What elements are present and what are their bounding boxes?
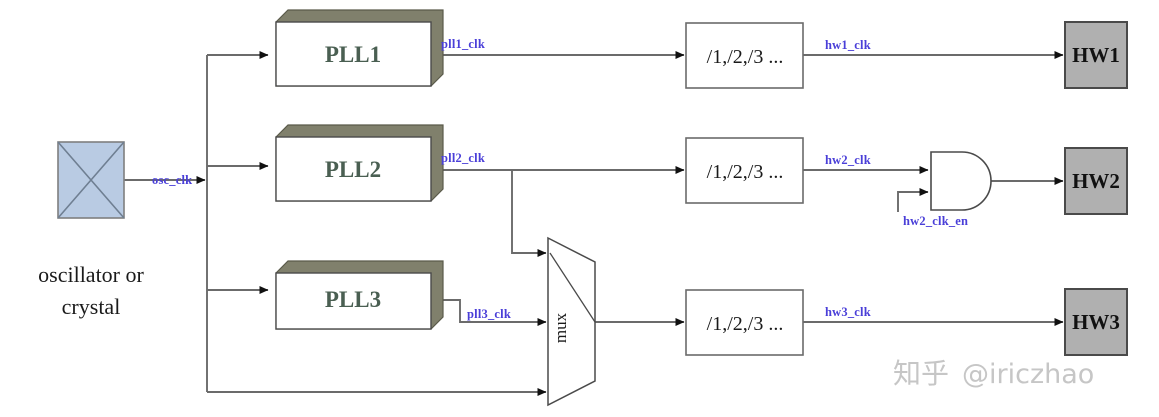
divider3-box (685, 289, 804, 356)
and-gate[interactable] (930, 151, 992, 211)
pll2-label: PLL2 (325, 157, 381, 182)
divider2-label: /1,/2,/3 ... (707, 161, 784, 183)
hw1-box (1064, 21, 1128, 89)
signal-label-pll2-clk: pll2_clk (441, 151, 485, 165)
divider1-block[interactable]: /1,/2,/3 ... (685, 22, 804, 89)
mux-block[interactable]: mux (547, 236, 596, 407)
signal-label-hw2-clk: hw2_clk (825, 153, 871, 167)
watermark-handle: @iriczhao (962, 359, 1094, 390)
watermark-cn: 知乎 (893, 357, 949, 390)
signal-label-hw3-clk: hw3_clk (825, 305, 871, 319)
pll3-label: PLL3 (325, 287, 381, 312)
oscillator-label-line1: oscillator or (38, 262, 144, 287)
signal-label-hw2-clk-en: hw2_clk_en (903, 214, 968, 228)
divider3-label: /1,/2,/3 ... (707, 313, 784, 335)
signal-label-hw1-clk: hw1_clk (825, 38, 871, 52)
pll3-block[interactable]: PLL3 (275, 260, 444, 330)
hw2-box (1064, 147, 1128, 215)
divider1-label: /1,/2,/3 ... (707, 46, 784, 68)
divider2-block[interactable]: /1,/2,/3 ... (685, 137, 804, 204)
pll1-block[interactable]: PLL1 (275, 9, 444, 87)
divider2-box (685, 137, 804, 204)
divider3-block[interactable]: /1,/2,/3 ... (685, 289, 804, 356)
wire-pll3-to-mux (443, 299, 547, 326)
hw2-label: HW2 (1072, 169, 1120, 193)
mux-label: mux (551, 312, 570, 343)
wire-clken-to-andgate (897, 188, 929, 212)
crossed-box-icon (57, 141, 125, 219)
hw3-box (1064, 288, 1128, 356)
pll2-block[interactable]: PLL2 (275, 124, 444, 202)
divider1-box (685, 22, 804, 89)
and-gate-body (930, 151, 992, 211)
mux-select-line (549, 252, 596, 323)
oscillator-label-line2: crystal (62, 294, 121, 319)
pll3-face (275, 272, 432, 330)
hw3-block[interactable]: HW3 (1064, 288, 1128, 356)
oscillator-block[interactable] (57, 141, 125, 219)
pll1-face (275, 21, 432, 87)
signal-label-pll1-clk: pll1_clk (441, 37, 485, 51)
watermark: 知乎 @iriczhao (893, 357, 1094, 390)
signal-label-osc-clk: osc_clk (152, 173, 192, 187)
hw3-label: HW3 (1072, 310, 1120, 334)
hw1-block[interactable]: HW1 (1064, 21, 1128, 89)
wire-group (123, 51, 1064, 396)
hw1-label: HW1 (1072, 43, 1120, 67)
wire-pll2-to-mux (511, 170, 547, 257)
pll2-face (275, 136, 432, 202)
pll1-label: PLL1 (325, 42, 381, 67)
signal-label-pll3-clk: pll3_clk (467, 307, 511, 321)
mux-body (547, 236, 596, 407)
hw2-block[interactable]: HW2 (1064, 147, 1128, 215)
